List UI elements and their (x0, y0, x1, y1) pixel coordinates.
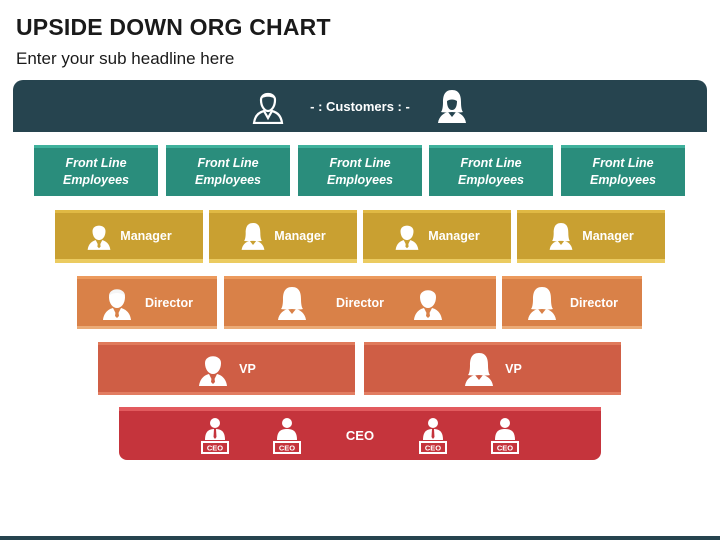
manager-label: Manager (428, 229, 480, 243)
svg-text:CEO: CEO (425, 443, 441, 452)
ceo-podium-icon: CEO (490, 417, 520, 455)
front-line-label-line2: Employees (194, 173, 261, 187)
page-title: UPSIDE DOWN ORG CHART (16, 14, 331, 40)
manager-box: Manager (55, 210, 203, 263)
customers-label: - : Customers : - (310, 98, 410, 114)
front-line-label-line2: Employees (457, 173, 524, 187)
female-person-icon (526, 284, 558, 322)
footer-divider (0, 536, 720, 540)
front-line-label-line1: Front Line (197, 156, 259, 170)
ceo-podium-icon: CEO (200, 417, 230, 455)
vp-box: VP (364, 342, 621, 395)
director-label: Director (336, 295, 384, 310)
female-person-icon (276, 284, 308, 322)
page-subtitle: Enter your sub headline here (16, 49, 235, 68)
female-person-icon (463, 350, 495, 388)
front-line-label-line2: Employees (62, 173, 129, 187)
ceo-podium-icon: CEO (272, 417, 302, 455)
front-line-label-line1: Front Line (65, 156, 127, 170)
svg-text:CEO: CEO (497, 443, 513, 452)
director-box: Director (224, 276, 496, 329)
manager-label: Manager (274, 229, 326, 243)
ceo-label: CEO (345, 428, 375, 443)
customers-bar: - : Customers : - (13, 80, 707, 132)
vp-label: VP (239, 361, 256, 376)
ceo-podium-icon: CEO (418, 417, 448, 455)
director-box: Director (502, 276, 642, 329)
svg-text:CEO: CEO (279, 443, 295, 452)
manager-label: Manager (120, 229, 172, 243)
female-person-icon (240, 220, 266, 252)
male-person-icon (101, 284, 133, 322)
manager-label: Manager (582, 229, 634, 243)
front-line-label-line2: Employees (589, 173, 656, 187)
vp-box: VP (98, 342, 355, 395)
manager-box: Manager (517, 210, 665, 263)
director-box: Director (77, 276, 217, 329)
vp-label: VP (505, 361, 522, 376)
front-line-label-line1: Front Line (329, 156, 391, 170)
svg-text:CEO: CEO (207, 443, 223, 452)
male-person-icon (412, 284, 444, 322)
front-line-label-line1: Front Line (460, 156, 522, 170)
front-line-label-line2: Employees (326, 173, 393, 187)
front-line-label-line1: Front Line (592, 156, 654, 170)
director-label: Director (570, 295, 618, 310)
manager-box: Manager (363, 210, 511, 263)
male-person-icon (394, 220, 420, 252)
male-person-icon (197, 350, 229, 388)
director-label: Director (145, 295, 193, 310)
male-person-icon (252, 88, 284, 124)
manager-box: Manager (209, 210, 357, 263)
male-person-icon (86, 220, 112, 252)
female-person-icon (548, 220, 574, 252)
female-person-icon (436, 88, 468, 124)
ceo-bar: CEO CEO CEO CEO CEO (119, 407, 601, 460)
